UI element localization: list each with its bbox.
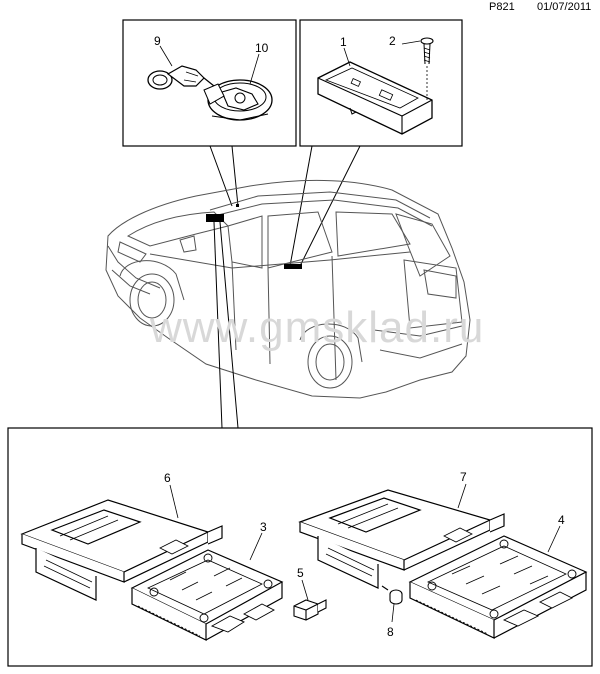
- vehicle-outline: [105, 179, 471, 399]
- callout-1: 1: [340, 35, 347, 49]
- inset-ignition-key: [122, 19, 297, 147]
- callout-3: 3: [260, 520, 267, 534]
- module-location-marker: [206, 214, 224, 222]
- control-module-left: [130, 549, 284, 641]
- callout-10: 10: [255, 41, 269, 55]
- bolt-icon: [381, 585, 403, 605]
- connector-plug: [293, 599, 327, 621]
- inset-leader-lines: [209, 145, 361, 267]
- callout-4: 4: [558, 513, 565, 527]
- bracket-right: [298, 489, 505, 589]
- callout-9: 9: [154, 34, 161, 48]
- callout-8: 8: [387, 625, 394, 639]
- lower-detail-box: [7, 427, 593, 667]
- page-code: P821: [489, 1, 515, 13]
- page-date: 01/07/2011: [537, 1, 592, 13]
- module-location-marker-rear: [284, 264, 302, 269]
- watermark: www.gmsklad.ru: [149, 303, 484, 352]
- screw-icon: [420, 37, 434, 65]
- callout-5: 5: [297, 566, 304, 580]
- lock-location-marker: [236, 204, 239, 207]
- control-module-right: [408, 535, 588, 639]
- lower-leader-lines: [213, 221, 239, 429]
- callout-7: 7: [460, 470, 467, 484]
- callout-6: 6: [164, 471, 171, 485]
- callout-2: 2: [389, 34, 396, 48]
- inset-control-module: [299, 19, 463, 147]
- bracket-left: [20, 499, 223, 601]
